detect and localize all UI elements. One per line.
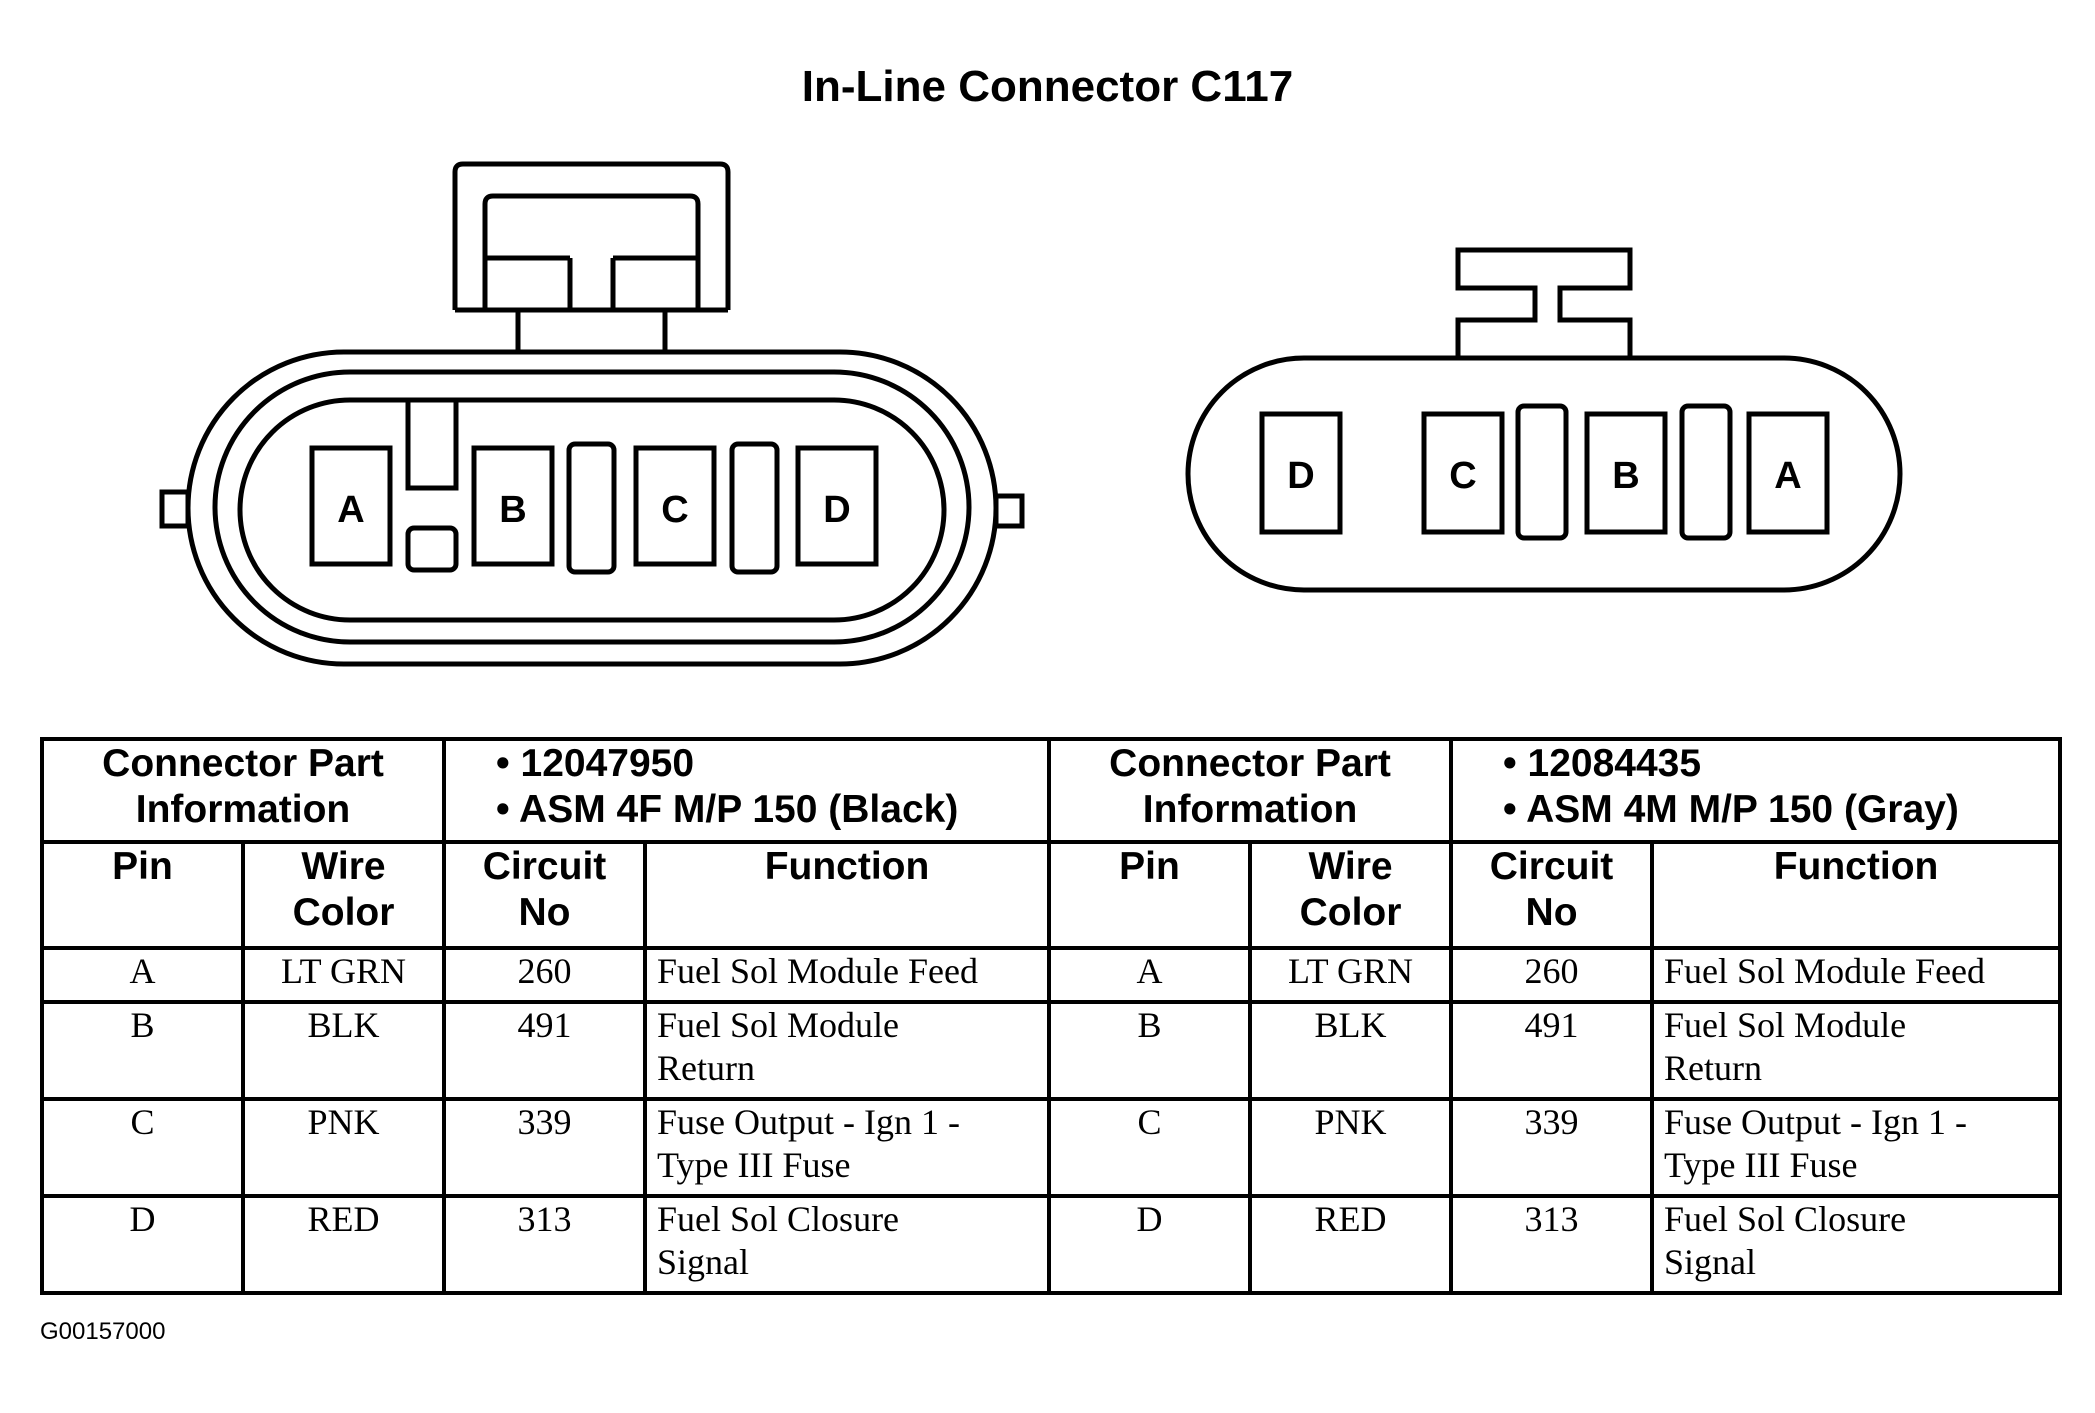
left-pin-label: C [661, 489, 688, 531]
right-pin-label: B [1612, 455, 1639, 497]
col-header-pin: Pin [40, 840, 245, 950]
right-pin-label: C [1449, 455, 1476, 497]
left-pin-label: D [823, 489, 850, 531]
wire-color-cell: BLK [240, 1000, 447, 1101]
wire-color-cell: LT GRN [1248, 946, 1454, 1004]
figure-code: G00157000 [40, 1318, 166, 1345]
connector-left: A B C D [159, 161, 1025, 667]
pin-cell: D [40, 1194, 245, 1295]
table-row: C PNK 339 Fuse Output - Ign 1 -Type III … [40, 1097, 2063, 1198]
wire-color-cell: LT GRN [240, 946, 447, 1004]
circuit-cell: 339 [442, 1097, 648, 1198]
part-info-label-right: Connector Part Information [1047, 737, 1454, 844]
function-cell: Fuse Output - Ign 1 -Type III Fuse [643, 1097, 1052, 1198]
pin-cell: B [1047, 1000, 1253, 1101]
wire-color-cell: RED [240, 1194, 447, 1295]
part-info-label-left: Connector Part Information [39, 737, 447, 844]
pin-cell: A [1047, 946, 1253, 1004]
left-pin-label: B [499, 489, 526, 531]
function-cell: Fuel Sol Module Feed [643, 946, 1052, 1004]
pin-cell: C [1047, 1097, 1253, 1198]
col-header-function: Function [643, 840, 1052, 950]
wire-color-cell: RED [1248, 1194, 1454, 1295]
circuit-cell: 491 [1449, 1000, 1655, 1101]
col-header-function: Function [1650, 840, 2063, 950]
function-cell: Fuse Output - Ign 1 -Type III Fuse [1650, 1097, 2063, 1198]
circuit-cell: 260 [442, 946, 648, 1004]
connector-diagrams: A B C D D C B A [159, 161, 1903, 667]
function-cell: Fuel Sol Module Feed [1650, 946, 2063, 1004]
circuit-cell: 491 [442, 1000, 648, 1101]
wire-color-cell: BLK [1248, 1000, 1454, 1101]
circuit-cell: 339 [1449, 1097, 1655, 1198]
pin-cell: A [40, 946, 245, 1004]
right-pin-label: D [1287, 455, 1314, 497]
col-header-pin: Pin [1047, 840, 1253, 950]
pinout-table: Connector Part Information • 12047950 • … [39, 737, 2063, 1295]
part-info-left: • 12047950 • ASM 4F M/P 150 (Black) [442, 737, 1052, 844]
pin-cell: B [40, 1000, 245, 1101]
wire-color-cell: PNK [1248, 1097, 1454, 1198]
pin-cell: D [1047, 1194, 1253, 1295]
circuit-cell: 313 [1449, 1194, 1655, 1295]
circuit-cell: 313 [442, 1194, 648, 1295]
diagram-title: In-Line Connector C117 [801, 62, 1294, 111]
right-pin-label: A [1774, 455, 1801, 497]
part-info-right: • 12084435 • ASM 4M M/P 150 (Gray) [1449, 737, 2063, 844]
left-pin-label: A [337, 489, 364, 531]
connector-right: D C B A [1185, 247, 1903, 593]
pin-cell: C [40, 1097, 245, 1198]
wire-color-cell: PNK [240, 1097, 447, 1198]
table-row: A LT GRN 260 Fuel Sol Module Feed A LT G… [40, 946, 2063, 1004]
circuit-cell: 260 [1449, 946, 1655, 1004]
